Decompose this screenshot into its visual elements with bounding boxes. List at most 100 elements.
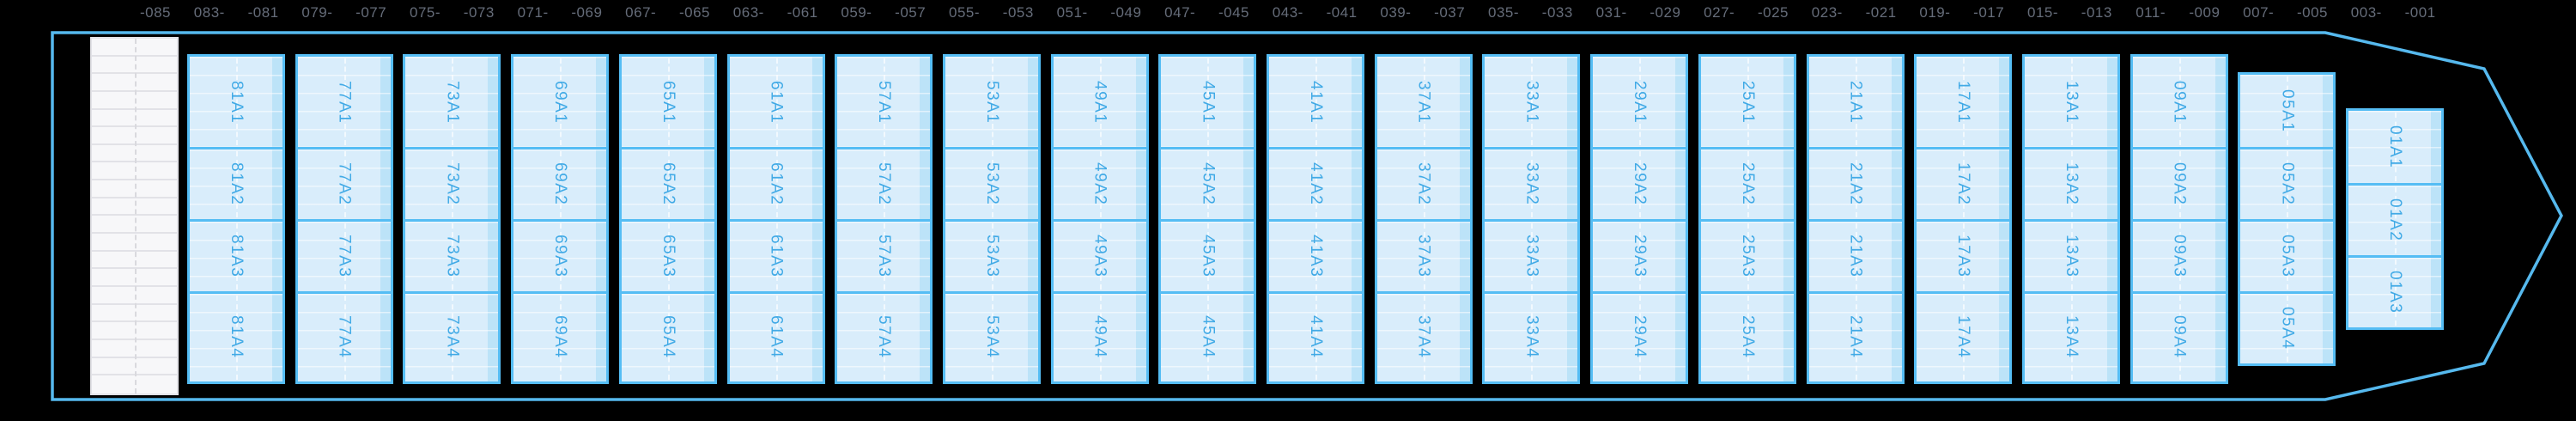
empty-slot-row: [92, 162, 177, 181]
empty-slot-row: [92, 375, 177, 394]
cell-81A2[interactable]: 81A2: [190, 147, 283, 219]
cell-01A2[interactable]: 01A2: [2348, 183, 2441, 255]
cell-05A4[interactable]: 05A4: [2240, 290, 2334, 363]
cell-53A4[interactable]: 53A4: [945, 290, 1038, 381]
cell-77A1[interactable]: 77A1: [297, 57, 391, 148]
cell-69A4[interactable]: 69A4: [513, 290, 607, 381]
cell-57A1[interactable]: 57A1: [837, 57, 931, 148]
cell-29A4[interactable]: 29A4: [1593, 290, 1686, 381]
cell-29A1[interactable]: 29A1: [1593, 57, 1686, 148]
cell-33A3[interactable]: 33A3: [1485, 218, 1578, 291]
cell-45A4[interactable]: 45A4: [1161, 290, 1255, 381]
cell-53A2[interactable]: 53A2: [945, 147, 1038, 219]
cell-49A4[interactable]: 49A4: [1053, 290, 1146, 381]
cell-65A2[interactable]: 65A2: [621, 147, 714, 219]
cell-45A3[interactable]: 45A3: [1161, 218, 1255, 291]
cell-81A1[interactable]: 81A1: [190, 57, 283, 148]
cell-21A4[interactable]: 21A4: [1808, 290, 1902, 381]
cell-25A3[interactable]: 25A3: [1700, 218, 1794, 291]
cell-61A2[interactable]: 61A2: [729, 147, 823, 219]
cell-21A3[interactable]: 21A3: [1808, 218, 1902, 291]
cell-21A1[interactable]: 21A1: [1808, 57, 1902, 148]
cell-label: 49A2: [1091, 162, 1109, 206]
cell-17A4[interactable]: 17A4: [1917, 290, 2010, 381]
cell-73A3[interactable]: 73A3: [405, 218, 499, 291]
cell-73A2[interactable]: 73A2: [405, 147, 499, 219]
cell-label: 25A1: [1738, 80, 1757, 124]
cell-09A1[interactable]: 09A1: [2132, 57, 2226, 148]
cell-label: 01A2: [2386, 198, 2404, 242]
cell-77A4[interactable]: 77A4: [297, 290, 391, 381]
cell-01A1[interactable]: 01A1: [2348, 111, 2441, 184]
cell-label: 81A4: [228, 315, 246, 359]
cell-53A3[interactable]: 53A3: [945, 218, 1038, 291]
cell-label: 05A2: [2278, 162, 2297, 206]
cell-77A3[interactable]: 77A3: [297, 218, 391, 291]
cell-81A3[interactable]: 81A3: [190, 218, 283, 291]
cell-05A1[interactable]: 05A1: [2240, 75, 2334, 148]
cell-label: 25A3: [1738, 235, 1757, 278]
cell-25A2[interactable]: 25A2: [1700, 147, 1794, 219]
cell-05A2[interactable]: 05A2: [2240, 147, 2334, 219]
cell-49A2[interactable]: 49A2: [1053, 147, 1146, 219]
cell-41A4[interactable]: 41A4: [1269, 290, 1362, 381]
cell-57A4[interactable]: 57A4: [837, 290, 931, 381]
cell-45A1[interactable]: 45A1: [1161, 57, 1255, 148]
cell-13A4[interactable]: 13A4: [2024, 290, 2117, 381]
cell-25A4[interactable]: 25A4: [1700, 290, 1794, 381]
cell-33A2[interactable]: 33A2: [1485, 147, 1578, 219]
cell-81A4[interactable]: 81A4: [190, 290, 283, 381]
cell-37A1[interactable]: 37A1: [1376, 57, 1470, 148]
cell-65A4[interactable]: 65A4: [621, 290, 714, 381]
cell-61A3[interactable]: 61A3: [729, 218, 823, 291]
cell-61A1[interactable]: 61A1: [729, 57, 823, 148]
cell-05A3[interactable]: 05A3: [2240, 218, 2334, 291]
cell-49A1[interactable]: 49A1: [1053, 57, 1146, 148]
cell-73A4[interactable]: 73A4: [405, 290, 499, 381]
cell-69A1[interactable]: 69A1: [513, 57, 607, 148]
cell-41A2[interactable]: 41A2: [1269, 147, 1362, 219]
cell-21A2[interactable]: 21A2: [1808, 147, 1902, 219]
cell-01A3[interactable]: 01A3: [2348, 254, 2441, 327]
frame-label: 063-: [732, 4, 764, 21]
cell-49A3[interactable]: 49A3: [1053, 218, 1146, 291]
cell-65A1[interactable]: 65A1: [621, 57, 714, 148]
cell-61A4[interactable]: 61A4: [729, 290, 823, 381]
cell-29A2[interactable]: 29A2: [1593, 147, 1686, 219]
cell-13A1[interactable]: 13A1: [2024, 57, 2117, 148]
cell-69A3[interactable]: 69A3: [513, 218, 607, 291]
cell-45A2[interactable]: 45A2: [1161, 147, 1255, 219]
empty-slot-row: [92, 127, 177, 145]
cell-13A3[interactable]: 13A3: [2024, 218, 2117, 291]
cell-17A3[interactable]: 17A3: [1917, 218, 2010, 291]
cell-label: 77A3: [335, 235, 354, 278]
cell-53A1[interactable]: 53A1: [945, 57, 1038, 148]
cell-57A3[interactable]: 57A3: [837, 218, 931, 291]
cell-57A2[interactable]: 57A2: [837, 147, 931, 219]
cell-25A1[interactable]: 25A1: [1700, 57, 1794, 148]
empty-slot-row: [92, 92, 177, 110]
cell-65A3[interactable]: 65A3: [621, 218, 714, 291]
cell-17A2[interactable]: 17A2: [1917, 147, 2010, 219]
cell-69A2[interactable]: 69A2: [513, 147, 607, 219]
cell-29A3[interactable]: 29A3: [1593, 218, 1686, 291]
frame-label: -057: [895, 4, 927, 21]
cell-33A1[interactable]: 33A1: [1485, 57, 1578, 148]
cell-09A2[interactable]: 09A2: [2132, 147, 2226, 219]
cell-09A4[interactable]: 09A4: [2132, 290, 2226, 381]
cell-73A1[interactable]: 73A1: [405, 57, 499, 148]
cell-33A4[interactable]: 33A4: [1485, 290, 1578, 381]
cell-37A3[interactable]: 37A3: [1376, 218, 1470, 291]
cell-label: 57A4: [875, 315, 894, 359]
cell-77A2[interactable]: 77A2: [297, 147, 391, 219]
cell-37A4[interactable]: 37A4: [1376, 290, 1470, 381]
cell-09A3[interactable]: 09A3: [2132, 218, 2226, 291]
cell-41A3[interactable]: 41A3: [1269, 218, 1362, 291]
cell-17A1[interactable]: 17A1: [1917, 57, 2010, 148]
cell-37A2[interactable]: 37A2: [1376, 147, 1470, 219]
cell-13A2[interactable]: 13A2: [2024, 147, 2117, 219]
cell-41A1[interactable]: 41A1: [1269, 57, 1362, 148]
